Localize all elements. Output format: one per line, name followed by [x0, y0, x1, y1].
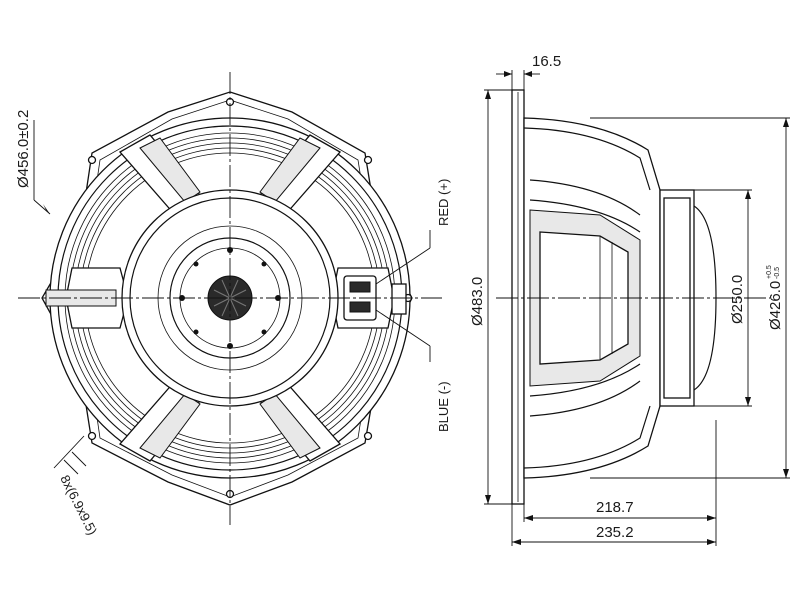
terminal-positive-label: RED (+)	[436, 179, 451, 226]
basket-diameter-tolerance-upper: +0.5	[766, 265, 773, 279]
front-view	[18, 72, 442, 525]
depth-overall-label: 235.2	[596, 524, 634, 541]
basket-diameter-label: Ø426.0	[767, 281, 784, 330]
flange-thickness-label: 16.5	[532, 53, 561, 70]
side-view	[484, 70, 790, 546]
mounting-holes-label: 8x(6.9x9.5)	[57, 473, 100, 538]
depth-inner-label: 218.7	[596, 499, 634, 516]
terminal-negative-label: BLUE (-)	[436, 381, 451, 432]
basket-spokes	[45, 134, 395, 462]
magnet-diameter-label: Ø250.0	[729, 275, 746, 324]
overall-diameter-label: Ø483.0	[469, 277, 486, 326]
outer-diameter-label: Ø456.0±0.2	[15, 110, 32, 188]
basket-diameter-tolerance-lower: -0.5	[774, 267, 781, 279]
